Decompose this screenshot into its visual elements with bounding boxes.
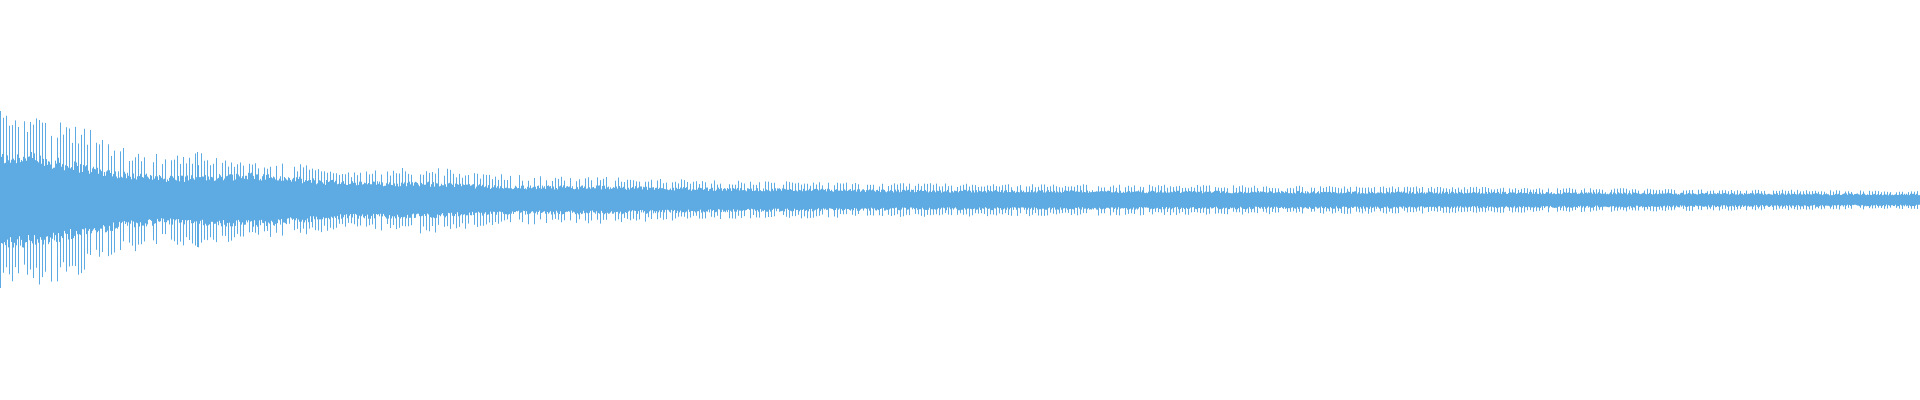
- waveform-path: [0, 111, 1920, 288]
